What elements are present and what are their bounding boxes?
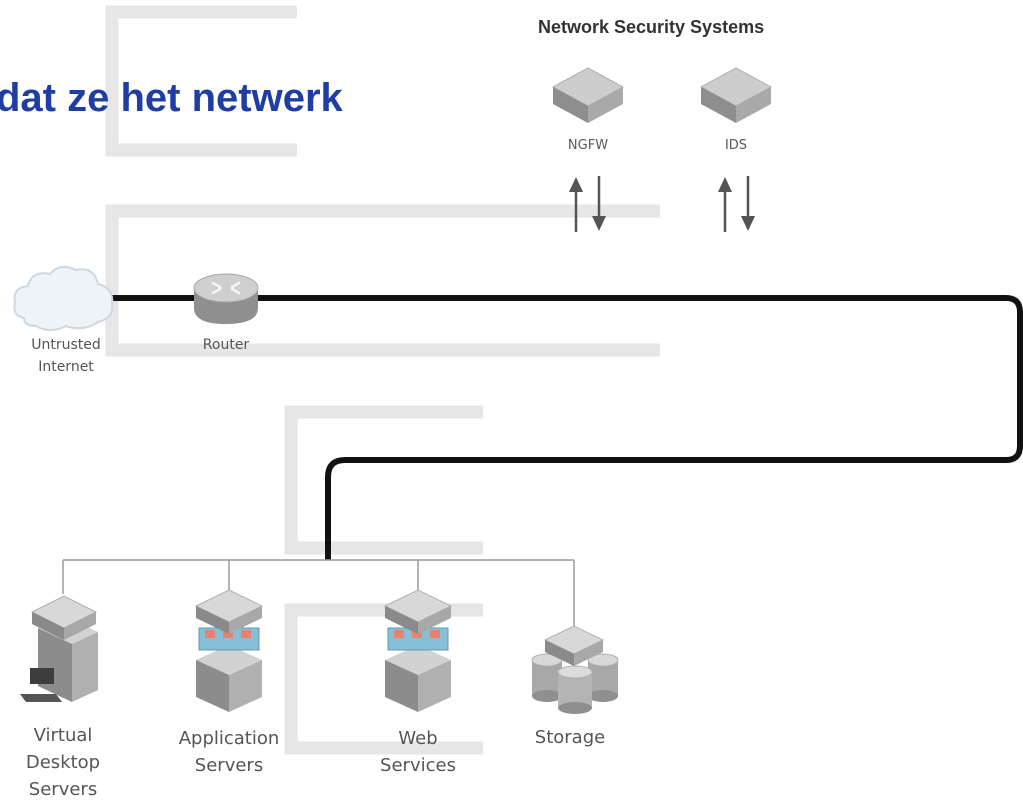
storage-icon [531,625,619,714]
bidirectional-arrows-icon [569,176,606,232]
ngfw-label: NGFW [567,138,609,153]
security-appliance-icon [551,67,625,123]
security-systems-title: Network Security Systems [538,17,765,37]
internet-label: Untrusted Internet [31,337,101,375]
backbone-link [105,295,1023,560]
server-icon [383,589,453,712]
ids-label: IDS [724,138,748,153]
security-appliance-icon [699,67,773,123]
cloud-icon [13,265,114,331]
web-services-label: Web Services [380,728,456,776]
server-icon [20,595,98,702]
page-heading: dat ze het netwerk [0,76,343,120]
distribution-bus [62,559,575,630]
virtual-desktop-servers-label: Virtual Desktop Servers [25,725,101,800]
application-servers-label: Application Servers [178,728,280,776]
server-icon [194,589,264,712]
router-icon [193,273,259,324]
storage-label: Storage [534,727,606,748]
bidirectional-arrows-icon [718,176,755,232]
router-label: Router [202,337,250,353]
